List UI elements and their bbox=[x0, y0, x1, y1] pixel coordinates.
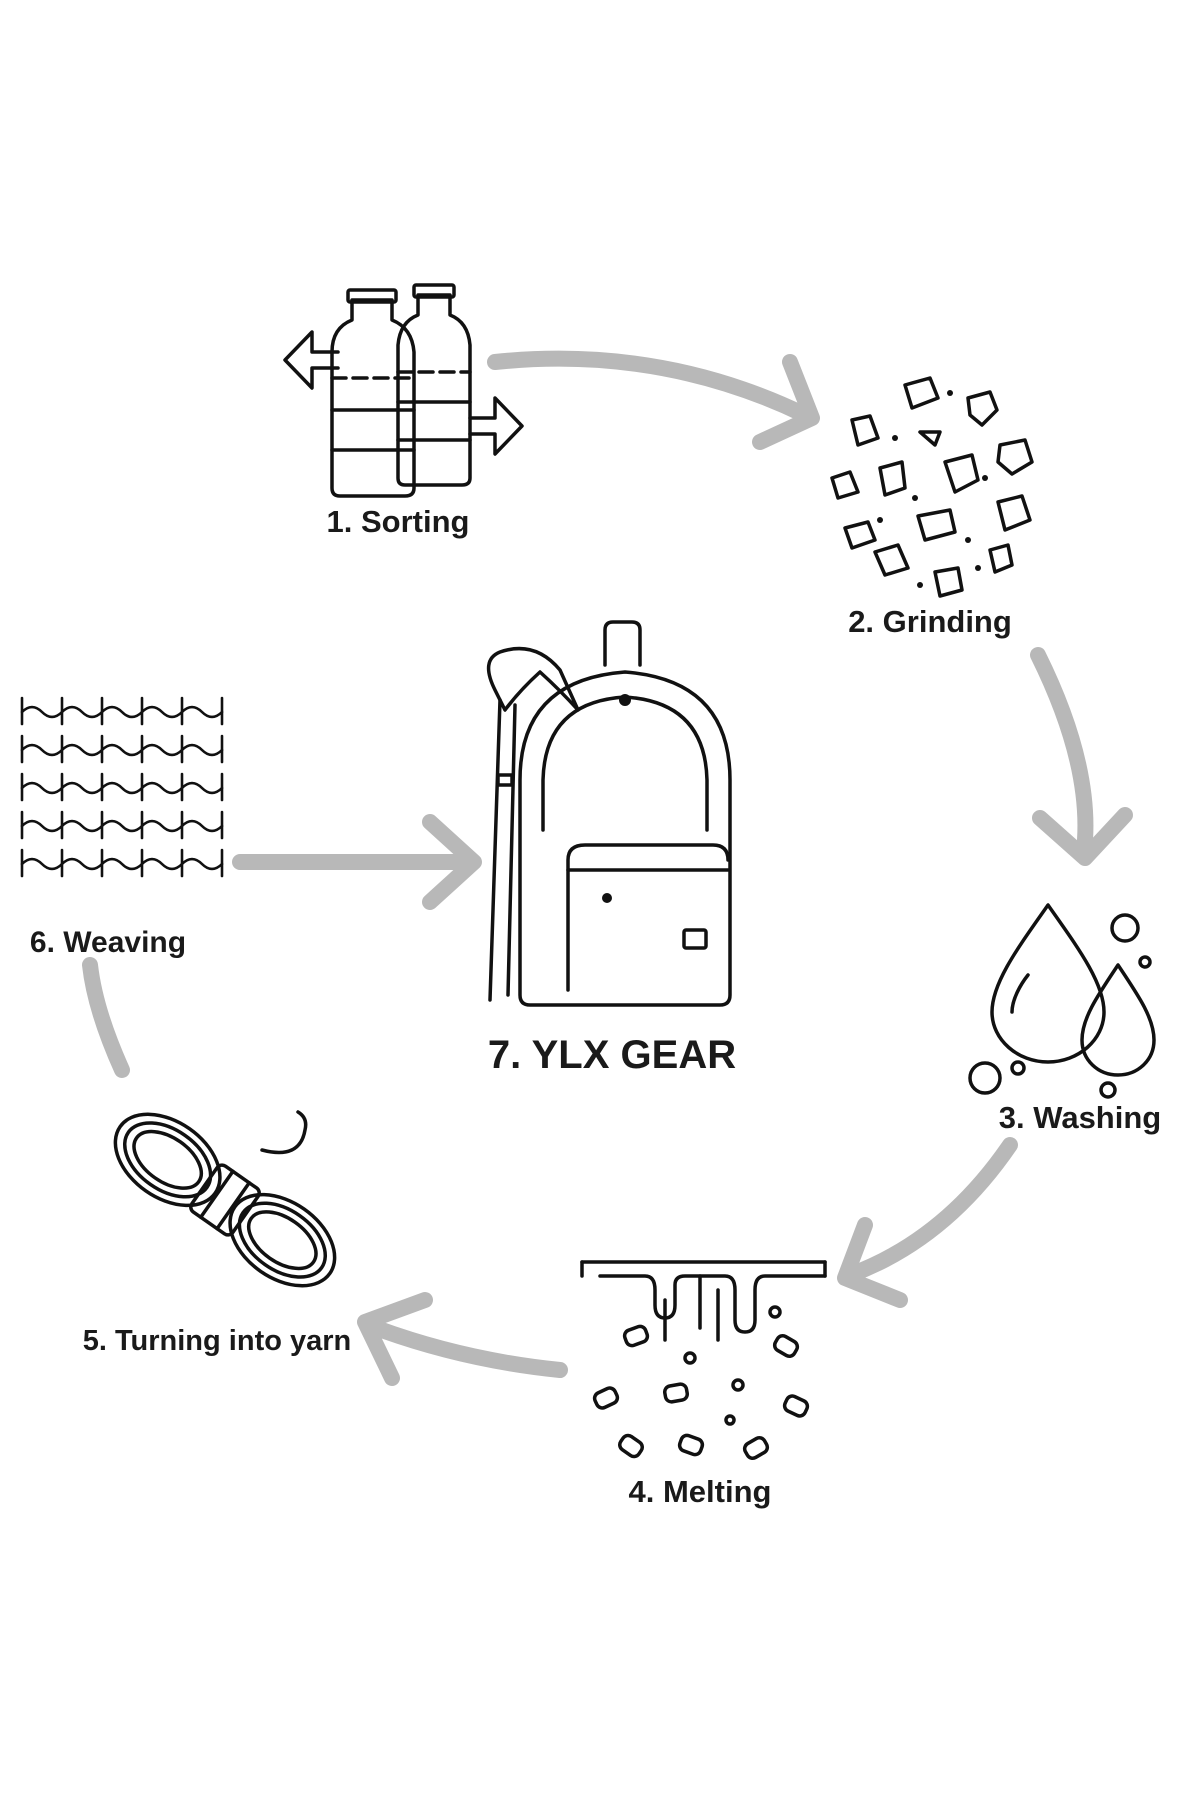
step-label-sorting: 1. Sorting bbox=[327, 504, 470, 539]
weave-thread bbox=[20, 819, 224, 833]
yarn-skein-icon bbox=[113, 1112, 337, 1288]
plastic-flakes-icon bbox=[830, 376, 1034, 598]
water-drops-icon bbox=[968, 903, 1156, 1099]
weave-thread bbox=[20, 705, 224, 719]
step-label-weaving: 6. Weaving bbox=[30, 926, 186, 959]
arrow-grinding-to-washing bbox=[1030, 647, 1133, 866]
step-label-melting: 4. Melting bbox=[629, 1474, 772, 1509]
arrow-sorting-to-grinding bbox=[487, 350, 820, 450]
backpack-icon bbox=[486, 620, 732, 1007]
step-label-yarn: 5. Turning into yarn bbox=[83, 1325, 352, 1357]
arrow-washing-to-melting bbox=[837, 1137, 1018, 1308]
step-label-grinding: 2. Grinding bbox=[848, 604, 1012, 639]
weave-thread bbox=[20, 743, 224, 757]
melting-pellets-icon bbox=[580, 1260, 827, 1460]
plastic-bottles-icon bbox=[283, 283, 524, 498]
weave-thread bbox=[20, 781, 224, 795]
weave-thread bbox=[20, 857, 224, 871]
arrow-yarn-to-weaving bbox=[82, 957, 130, 1078]
yarn-thread-end bbox=[260, 1110, 308, 1155]
arrow-melting-to-yarn bbox=[357, 1292, 568, 1386]
woven-fabric-icon bbox=[20, 696, 224, 878]
step-label-gear: 7. YLX GEAR bbox=[488, 1033, 736, 1077]
arrow-weaving-to-gear bbox=[232, 814, 482, 910]
step-label-washing: 3. Washing bbox=[999, 1100, 1161, 1135]
